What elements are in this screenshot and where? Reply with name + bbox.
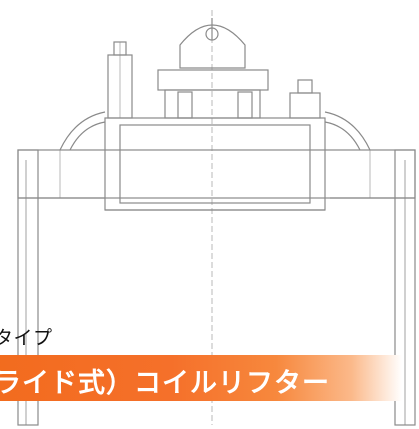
product-type-label: タイプ bbox=[0, 327, 53, 349]
product-title-banner: ライド式）コイルリフター bbox=[0, 355, 402, 401]
right-small-unit bbox=[289, 92, 321, 119]
left-arm-curve bbox=[59, 111, 106, 151]
right-arm-curve bbox=[324, 111, 371, 151]
top-plate bbox=[157, 69, 269, 91]
center-body bbox=[104, 117, 326, 211]
main-beam bbox=[17, 149, 416, 199]
lifting-eye bbox=[179, 24, 246, 69]
product-title: ライド式）コイルリフター bbox=[0, 368, 330, 399]
